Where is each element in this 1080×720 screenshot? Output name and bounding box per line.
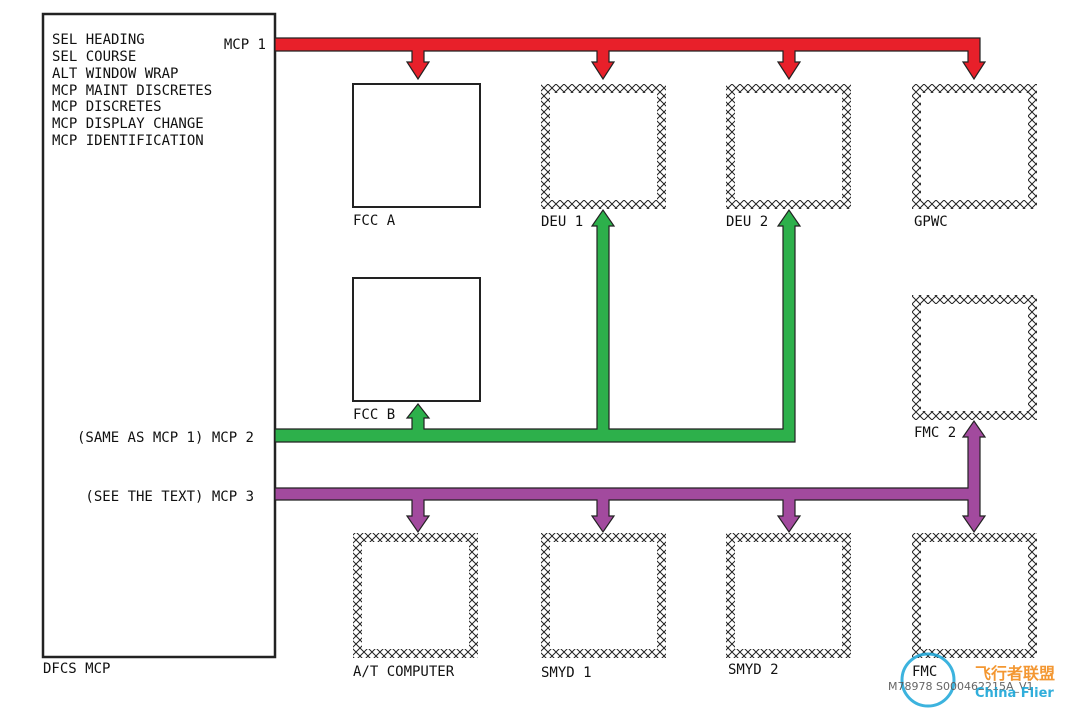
fcc-a-box	[352, 83, 481, 208]
mcp2-bus	[274, 208, 802, 443]
smyd-2-box	[726, 533, 851, 658]
signal-item: SEL COURSE	[52, 49, 136, 65]
fcc-a-label: FCC A	[353, 213, 396, 229]
fmc-1-box	[912, 533, 1037, 658]
mcp1-bus	[274, 37, 987, 81]
watermark-english: China Flier	[975, 686, 1054, 701]
deu-1-box	[541, 84, 666, 209]
fcc-b-box	[352, 277, 481, 402]
fmc-2-box	[912, 295, 1037, 420]
smyd-1-box	[541, 533, 666, 658]
fmc-1-label: FMC	[912, 664, 937, 680]
fcc-b-label: FCC B	[353, 407, 395, 423]
at-computer-box	[353, 533, 478, 658]
gpwc-label: GPWC	[914, 214, 948, 230]
watermark-chinese: 飞行者联盟	[975, 664, 1055, 683]
mcp2-bus-label: (SAME AS MCP 1) MCP 2	[77, 430, 254, 446]
signal-item: MCP IDENTIFICATION	[52, 133, 204, 149]
smyd-1-label: SMYD 1	[541, 665, 592, 681]
deu-2-box	[726, 84, 851, 209]
deu-2-label: DEU 2	[726, 214, 768, 230]
deu-1-label: DEU 1	[541, 214, 583, 230]
mcp3-bus-label: (SEE THE TEXT) MCP 3	[85, 489, 254, 505]
signal-item: MCP DISCRETES	[52, 99, 162, 115]
mcp-box	[41, 12, 277, 659]
watermark-logo-badge	[900, 652, 956, 708]
signal-item: MCP DISPLAY CHANGE	[52, 116, 204, 132]
mcp-box-title: DFCS MCP	[43, 661, 110, 677]
figure-id: M78978 S000462215A_V1	[888, 680, 1034, 693]
gpwc-box	[912, 84, 1037, 209]
at-computer-label: A/T COMPUTER	[353, 664, 455, 680]
mcp3-bus	[274, 419, 987, 534]
mcp-signal-list: SEL HEADING SEL COURSE ALT WINDOW WRAP M…	[52, 32, 212, 149]
smyd-2-label: SMYD 2	[728, 662, 779, 678]
mcp1-bus-label: MCP 1	[224, 37, 266, 53]
signal-item: MCP MAINT DISCRETES	[52, 83, 212, 99]
watermark: FMC M78978 S000462215A_V1 飞行者联盟 China Fl…	[888, 652, 1055, 708]
signal-item: ALT WINDOW WRAP	[52, 66, 178, 82]
fmc-2-label: FMC 2	[914, 425, 956, 441]
signal-item: SEL HEADING	[52, 32, 145, 48]
